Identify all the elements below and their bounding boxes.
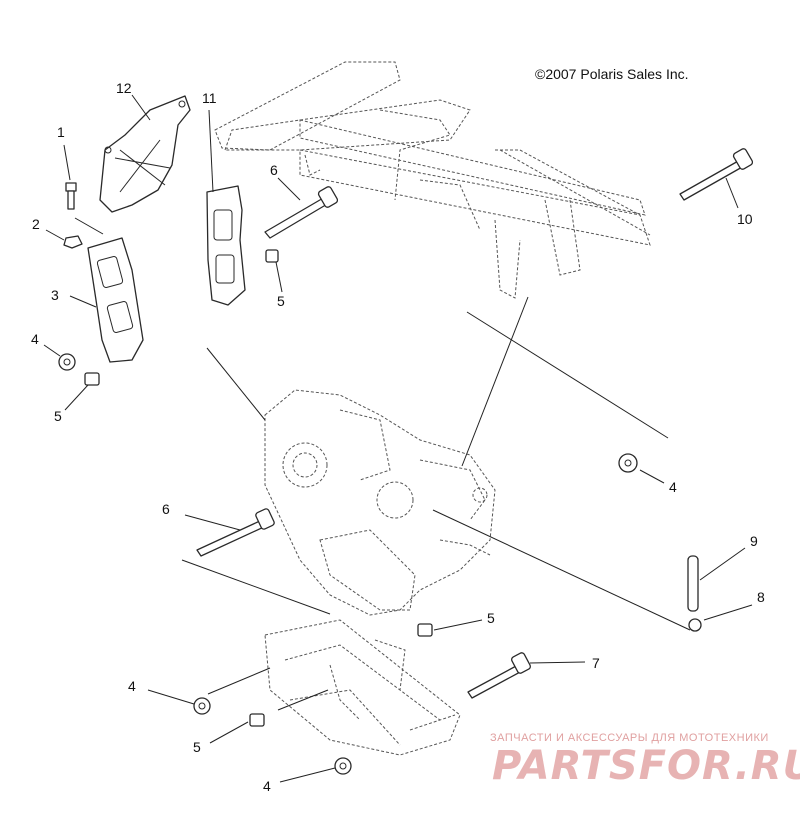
part-5-bolt-a (84, 372, 100, 386)
callout-4: 4 (263, 778, 271, 794)
watermark-subtitle: ЗАПЧАСТИ И АКСЕССУАРЫ ДЛЯ МОТОТЕХНИКИ (490, 732, 769, 744)
callout-10: 10 (737, 211, 753, 227)
callout-4: 4 (128, 678, 136, 694)
callouts: 12 11 1 2 3 4 5 6 5 10 4 6 9 8 5 7 4 5 4 (31, 80, 765, 794)
part-1-bolt (65, 182, 77, 210)
callout-7: 7 (592, 655, 600, 671)
lower-frame (264, 619, 461, 756)
part-4-nut-d (334, 757, 352, 775)
part-10-bolt (679, 148, 754, 201)
part-4-nut-b (618, 453, 638, 473)
part-5-bolt-c (417, 623, 433, 637)
callout-1: 1 (57, 124, 65, 140)
callout-5: 5 (54, 408, 62, 424)
callout-6: 6 (162, 501, 170, 517)
part-5-bolt-b (265, 249, 279, 263)
callout-9: 9 (750, 533, 758, 549)
part-4-nut-c (193, 697, 211, 715)
engine (264, 389, 496, 616)
part-7-bolt (467, 652, 531, 699)
callout-5: 5 (277, 293, 285, 309)
part-3-bracket (87, 237, 144, 363)
callout-5: 5 (193, 739, 201, 755)
upper-frame (214, 61, 651, 299)
part-4-nut-a (58, 353, 76, 371)
copyright-notice: ©2007 Polaris Sales Inc. (535, 66, 689, 82)
part-9-pin (687, 555, 699, 612)
callout-12: 12 (116, 80, 132, 96)
part-2-nut (63, 235, 83, 249)
part-11-bracket (206, 185, 246, 306)
callout-8: 8 (757, 589, 765, 605)
callout-5: 5 (487, 610, 495, 626)
callout-3: 3 (51, 287, 59, 303)
callout-11: 11 (202, 90, 217, 106)
part-6-bolt-b (196, 508, 275, 557)
callout-4: 4 (31, 331, 39, 347)
part-12-plate (99, 95, 191, 213)
watermark-logo: PARTSFOR.RU (492, 743, 800, 789)
part-6-bolt-a (264, 186, 339, 239)
part-8-nut (688, 618, 702, 632)
part-5-bolt-d (249, 713, 265, 727)
callout-4: 4 (669, 479, 677, 495)
callout-6: 6 (270, 162, 278, 178)
callout-2: 2 (32, 216, 40, 232)
leader-lines (43, 94, 753, 783)
